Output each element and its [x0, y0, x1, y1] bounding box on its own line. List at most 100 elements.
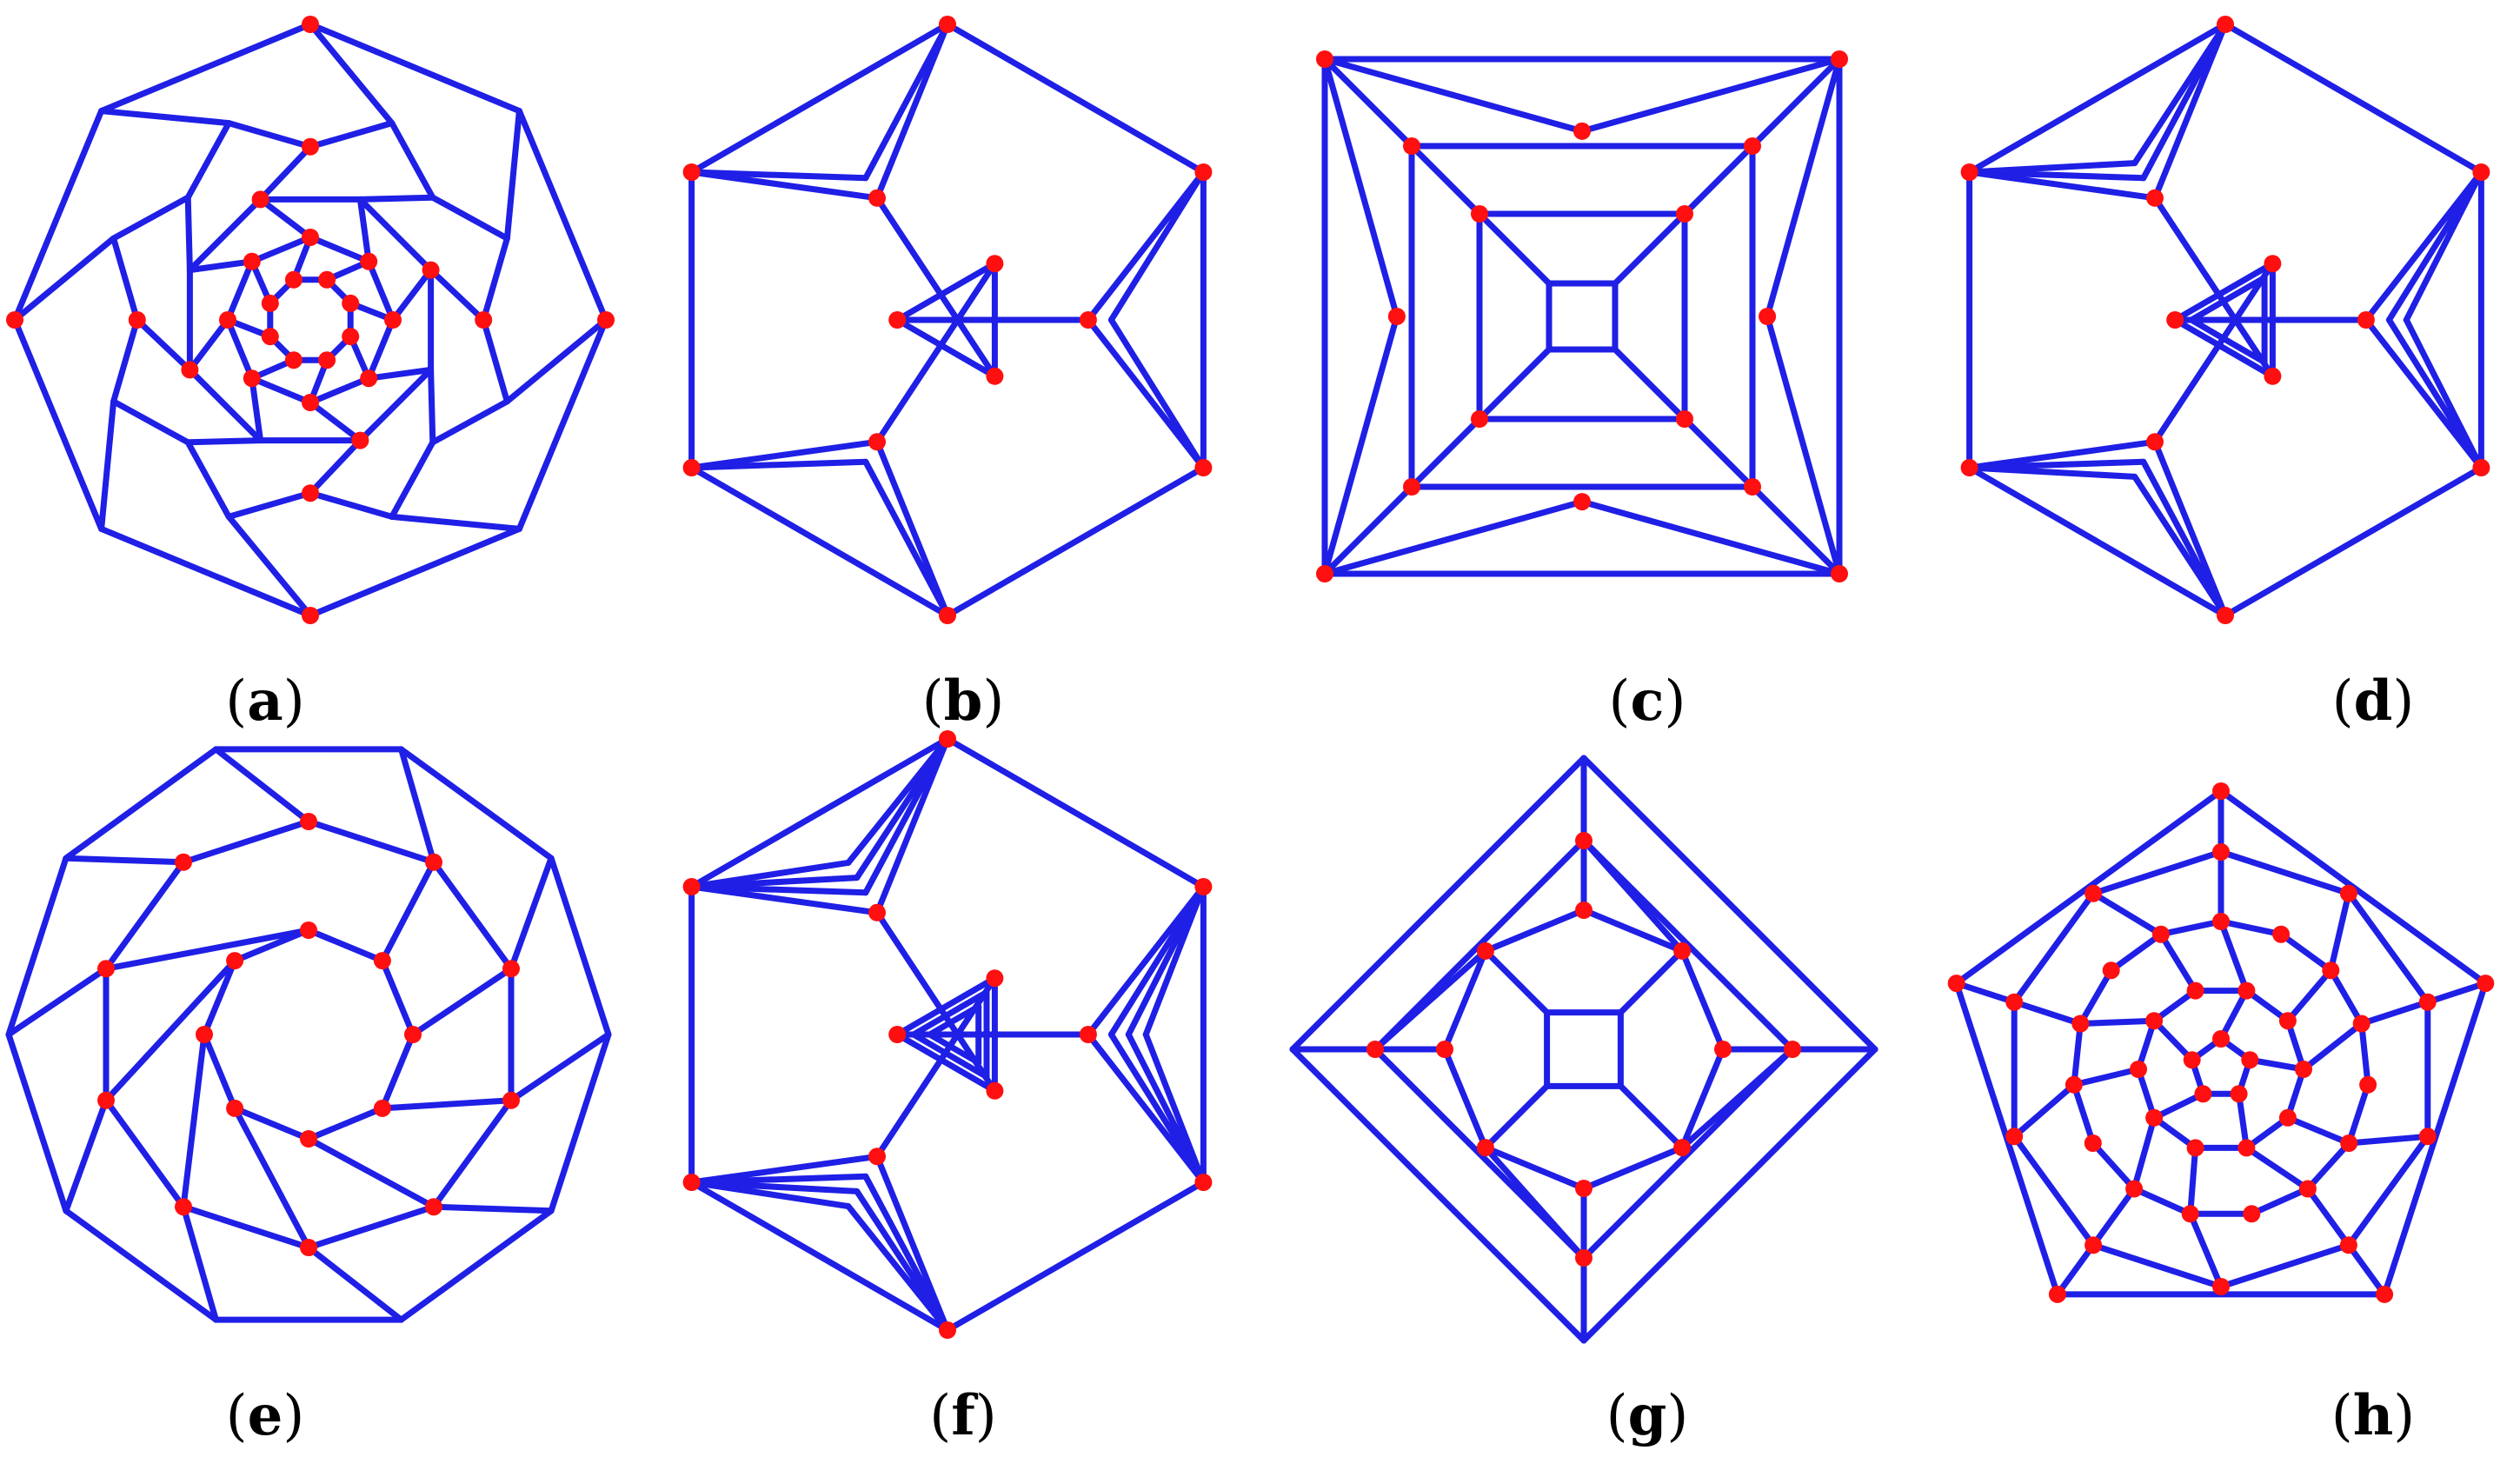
graph-edge	[480, 316, 510, 405]
graph-edge	[2090, 1140, 2138, 1192]
panel-label-g-letter: g	[1628, 1383, 1667, 1448]
graph-edge	[1679, 1046, 1796, 1151]
graph-edge	[2327, 967, 2365, 1027]
graph-vertex	[2322, 961, 2340, 980]
graph-vertex	[2241, 1051, 2259, 1069]
graph-vertex	[2243, 1205, 2261, 1223]
graph-edge	[1580, 1144, 1686, 1192]
graph-edge	[2403, 169, 2484, 323]
graph-vertex	[1194, 163, 1213, 181]
graph-vertex	[342, 294, 360, 312]
graph-edge	[2131, 1114, 2158, 1192]
panel-label-h: (h)	[2331, 1383, 2415, 1448]
graph-vertex	[2278, 1108, 2297, 1127]
graph-edge	[249, 234, 314, 265]
panel-c-vertices	[1316, 50, 1848, 582]
graph-edge	[2188, 316, 2268, 366]
graph-edge	[1580, 755, 1878, 1053]
graph-vertex	[2102, 961, 2120, 980]
graph-edge	[365, 258, 396, 323]
graph-vertex	[2272, 925, 2291, 943]
panel-g-vertices	[1366, 832, 1801, 1267]
graph-edge	[688, 464, 951, 619]
graph-edge	[429, 194, 510, 242]
graph-edge	[1679, 1046, 1726, 1151]
graph-vertex	[1316, 50, 1333, 68]
graph-vertex	[2217, 16, 2234, 33]
graph-vertex	[1575, 1180, 1592, 1197]
graph-edge	[2217, 918, 2250, 995]
graph-vertex	[181, 361, 199, 379]
graph-edge	[5, 855, 70, 1038]
graph-vertex	[243, 369, 261, 388]
graph-edge	[1085, 1031, 1207, 1186]
graph-edge	[110, 316, 141, 405]
graph-edge	[184, 194, 193, 274]
graph-edge	[389, 439, 436, 520]
graph-edge	[1321, 56, 1586, 135]
graph-edge	[874, 1153, 951, 1334]
graph-vertex	[360, 369, 378, 388]
graph-edge	[894, 316, 998, 380]
graph-vertex	[2339, 1236, 2357, 1254]
graph-edge	[180, 1203, 219, 1323]
graph-edge	[1749, 56, 1843, 150]
panel-label-a: (a)	[225, 669, 304, 734]
graph-vertex	[2472, 163, 2490, 181]
graph-vertex	[1960, 163, 1978, 181]
panel-h-edges	[1953, 788, 2489, 1298]
graph-edge	[1372, 948, 1489, 1053]
graph-vertex	[2237, 981, 2256, 1000]
graph-vertex	[1573, 122, 1591, 140]
graph-vertex	[2084, 1134, 2102, 1152]
graph-edge	[2403, 316, 2484, 471]
graph-edge	[305, 927, 386, 964]
graph-vertex	[300, 813, 317, 830]
graph-edge	[2131, 21, 2229, 167]
graph-edge	[63, 746, 219, 862]
graph-edge	[186, 258, 256, 274]
graph-vertex	[2181, 1205, 2199, 1223]
graph-edge	[180, 818, 312, 866]
graph-vertex	[868, 433, 886, 451]
graph-vertex	[2145, 1012, 2164, 1030]
graph-edge	[2131, 473, 2229, 619]
graph-vertex	[868, 903, 886, 921]
graph-edge	[63, 855, 187, 866]
graph-edge	[2011, 1133, 2097, 1248]
graph-vertex	[422, 261, 440, 279]
graph-edge	[2284, 967, 2334, 1024]
graph-edge	[180, 1031, 208, 1210]
panel-b	[682, 16, 1213, 624]
graph-vertex	[986, 255, 1004, 273]
graph-edge	[428, 267, 487, 323]
graph-edge	[1482, 907, 1587, 955]
graph-edge	[134, 316, 193, 373]
graph-vertex	[1476, 941, 1494, 960]
graph-edge	[1679, 948, 1726, 1053]
panel-label-d-letter: d	[2354, 669, 2393, 734]
graph-edge	[1085, 316, 1207, 471]
graph-vertex	[300, 1130, 317, 1148]
graph-vertex	[360, 252, 378, 270]
graph-edge	[2304, 1140, 2352, 1192]
panel-d-vertices	[1960, 16, 2490, 624]
graph-vertex	[2212, 782, 2230, 800]
graph-edge	[307, 21, 396, 127]
graph-vertex	[682, 1174, 701, 1191]
graph-vertex	[300, 1239, 317, 1256]
panel-label-e: (e)	[226, 1383, 305, 1448]
graph-vertex	[226, 1099, 244, 1117]
graph-vertex	[97, 960, 115, 978]
graph-vertex	[1831, 565, 1848, 582]
graph-vertex	[2005, 1128, 2024, 1146]
panel-f	[682, 730, 1213, 1339]
graph-edge	[910, 988, 990, 1038]
graph-vertex	[97, 1091, 115, 1109]
graph-edge	[2300, 1021, 2365, 1073]
graph-edge	[2217, 1241, 2352, 1290]
graph-vertex	[2339, 884, 2357, 902]
graph-edge	[1408, 143, 1483, 217]
graph-vertex	[219, 311, 236, 329]
graph-edge	[874, 909, 998, 1094]
